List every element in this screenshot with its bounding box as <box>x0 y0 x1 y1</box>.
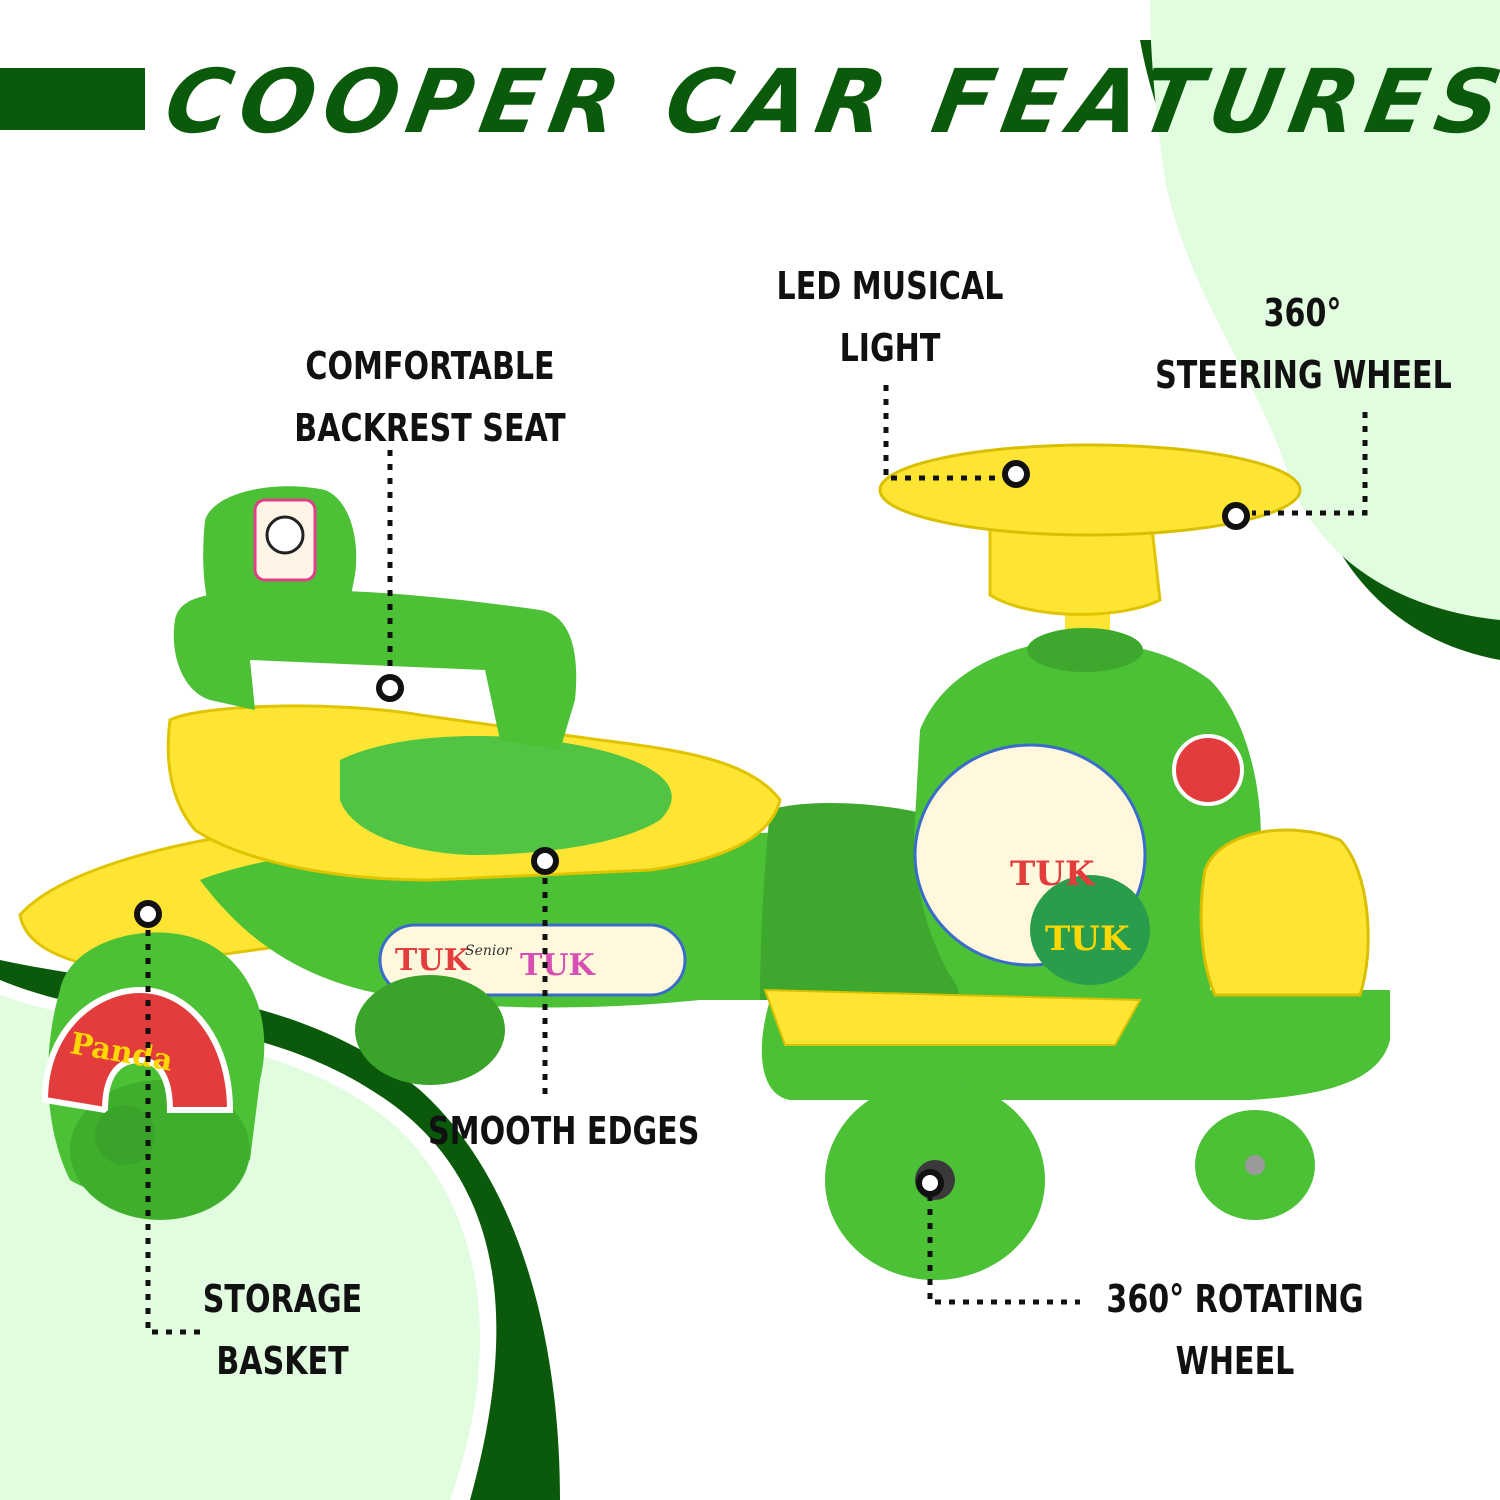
feature-basket-line1: STORAGE <box>202 1277 363 1321</box>
feature-edges-label: SMOOTH EDGES <box>428 1100 700 1162</box>
feature-led-line1: LED MUSICAL <box>776 264 1004 308</box>
rear-hub <box>95 1105 155 1165</box>
armrest <box>173 590 577 750</box>
feature-led-label: LED MUSICAL LIGHT <box>767 255 1013 379</box>
panda-face <box>265 515 305 555</box>
feature-backrest-line1: COMFORTABLE <box>305 344 555 388</box>
led-leader <box>883 385 998 481</box>
feature-wheel-line1: 360° ROTATING <box>1106 1277 1364 1321</box>
feature-backrest-line2: BACKREST SEAT <box>294 406 566 450</box>
front-sticker-tuk-text: TUK <box>1010 854 1096 894</box>
front-sticker-tuk2-text: TUK <box>1045 919 1131 959</box>
side-sticker-tuk2-text: TUK <box>520 948 595 983</box>
steering-wheel <box>878 443 1302 537</box>
wheel-leader <box>927 1195 1080 1305</box>
basket-leader <box>145 930 200 1335</box>
feature-steering-line1: 360° <box>1263 291 1342 335</box>
feature-led-line2: LIGHT <box>839 326 941 370</box>
column-base <box>1027 628 1143 672</box>
steering-dot <box>1222 502 1250 530</box>
feature-steering-line2: STEERING WHEEL <box>1155 353 1452 397</box>
feature-edges-line1: SMOOTH EDGES <box>428 1109 700 1153</box>
feature-basket-label: STORAGE BASKET <box>184 1268 382 1392</box>
feature-wheel-label: 360° ROTATING WHEEL <box>1103 1268 1367 1392</box>
feature-backrest-label: COMFORTABLE BACKREST SEAT <box>289 335 571 459</box>
panda-rear-sticker <box>41 986 234 1114</box>
steering-leader <box>1252 412 1368 516</box>
title-accent-bar <box>0 68 145 130</box>
middle-deck <box>760 803 960 1000</box>
middle-wheel <box>355 975 505 1085</box>
tuk-circle-sticker <box>1030 875 1150 985</box>
seat-surface <box>340 736 672 855</box>
panda-front-badge <box>1172 734 1244 806</box>
backrest-dot <box>376 674 404 702</box>
basket-dot <box>134 900 162 928</box>
foot-rest <box>763 988 1142 1046</box>
feature-steering-label: 360° STEERING WHEEL <box>1155 282 1452 406</box>
led-dot <box>1002 460 1030 488</box>
side-sticker-tuk-text: TUK <box>395 943 470 978</box>
bottom-left-dark-blob <box>0 960 560 1500</box>
headlight <box>1199 828 1370 997</box>
edges-dot <box>531 847 559 875</box>
feature-wheel-line2: WHEEL <box>1175 1339 1295 1383</box>
top-right-pale-blob <box>1150 0 1500 620</box>
feature-basket-line2: BASKET <box>216 1339 349 1383</box>
wheel-dot <box>916 1169 944 1197</box>
side-sticker-senior-text: Senior <box>465 943 513 959</box>
side-wheel-hub <box>1245 1155 1265 1175</box>
side-sticker-tuk <box>378 923 687 997</box>
